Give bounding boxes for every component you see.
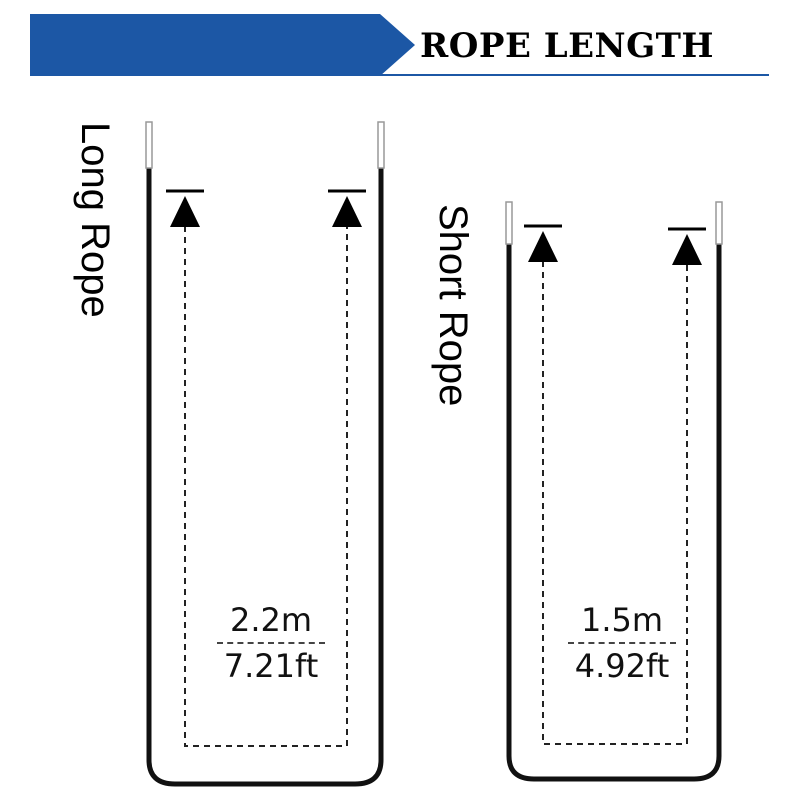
short-rope-right-tip [715,201,723,245]
long-rope-length-meters: 2.2m [229,601,313,639]
header-underline [380,74,769,76]
long-rope-cord [146,165,384,787]
short-rope [505,201,723,782]
long-rope-right-tip [377,121,385,169]
long-rope-length-feet: 7.21ft [223,647,319,685]
long-rope-length-divider [217,642,325,644]
short-rope-length: 1.5m 4.92ft [558,602,686,684]
long-rope-left-tip [145,121,153,169]
short-rope-cord [506,241,722,782]
short-rope-length-divider [568,642,676,644]
short-rope-length-feet: 4.92ft [574,647,670,685]
short-rope-length-meters: 1.5m [580,601,664,639]
page-title: ROPE LENGTH [420,26,715,66]
header-banner [30,14,415,76]
short-rope-measure-path [542,261,688,745]
short-rope-left-tip [505,201,513,245]
long-right-arrow-icon [332,196,362,227]
long-rope-length: 2.2m 7.21ft [207,602,335,684]
short-left-arrow-icon [528,231,558,262]
short-right-arrow-icon [672,234,702,265]
long-left-arrow-icon [170,196,200,227]
long-rope [145,121,385,787]
